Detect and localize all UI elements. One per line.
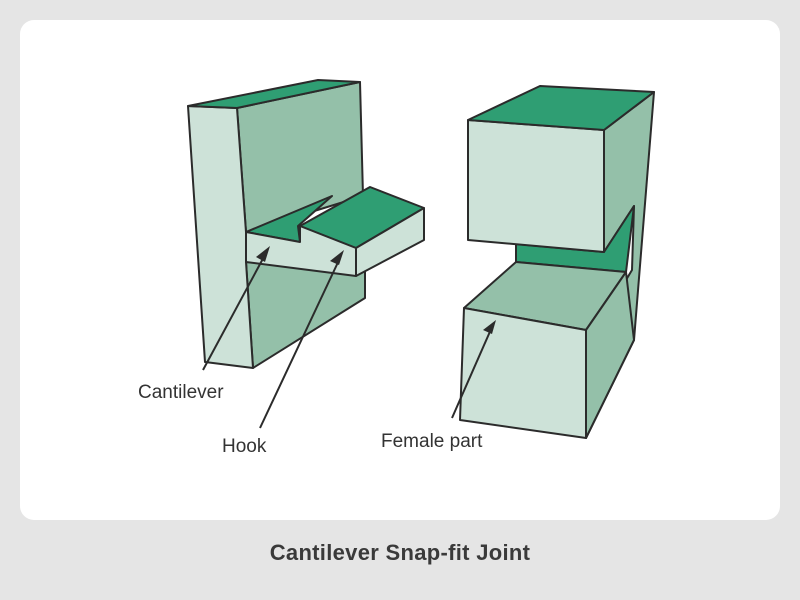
female-part-arrow-head <box>483 320 496 334</box>
female-part-leader-line <box>451 326 493 419</box>
leader-arrows <box>202 252 493 429</box>
male-block-lower-side-face <box>245 261 366 369</box>
female-top-face <box>467 85 655 131</box>
arrow-heads <box>256 246 496 334</box>
female-lower-front-face <box>459 307 587 439</box>
hook-leader-line <box>259 257 341 429</box>
label-female-part: Female part <box>381 431 483 452</box>
label-hook: Hook <box>222 436 267 457</box>
cantilever-leader-line <box>202 252 267 371</box>
female-upper-front-face <box>467 119 605 253</box>
male-block-top-face <box>187 79 361 109</box>
label-cantilever: Cantilever <box>138 382 224 403</box>
cantilever-arrow-head <box>256 246 270 262</box>
female-lower-side-face <box>585 271 635 439</box>
male-part <box>187 79 425 369</box>
female-part <box>459 85 655 439</box>
diagram-caption: Cantilever Snap-fit Joint <box>269 540 531 565</box>
hook-arrow-head <box>330 250 344 265</box>
cantilever-front-face <box>245 225 357 277</box>
